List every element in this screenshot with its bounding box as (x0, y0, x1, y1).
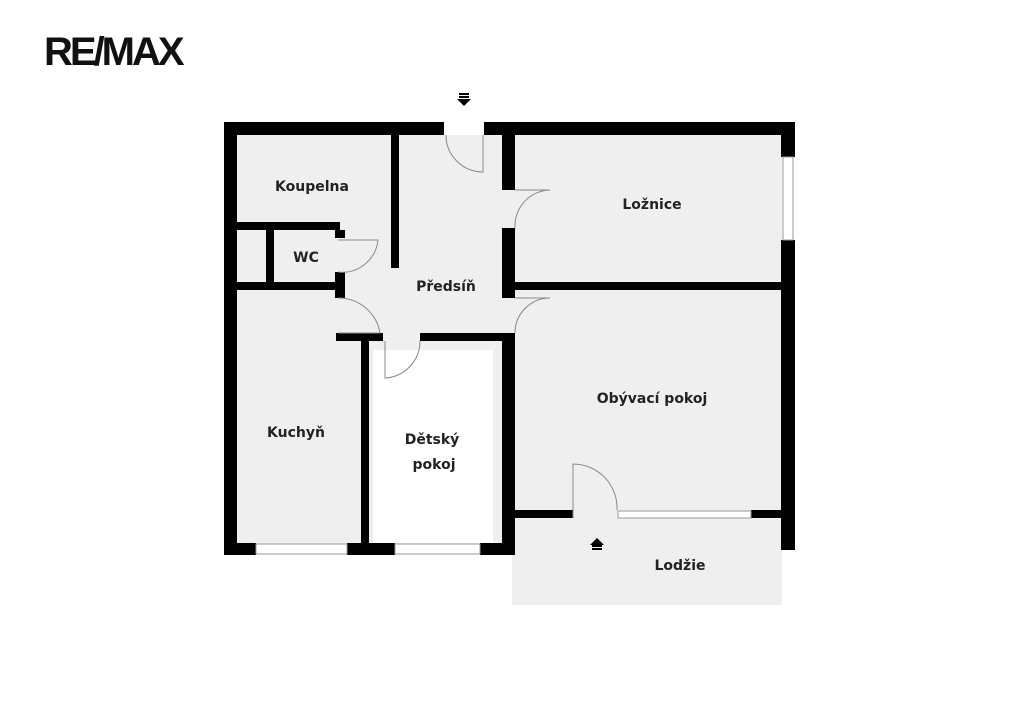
room-label-lodzie: Lodžie (654, 558, 705, 574)
room-label-loznice: Ložnice (622, 197, 681, 213)
room-label-predsin: Předsíň (416, 279, 476, 295)
room-label-obyvaci-pokoj: Obývací pokoj (597, 391, 708, 407)
room-label-detsky-pokoj-line2: pokoj (413, 457, 456, 473)
walls (224, 122, 795, 555)
room-label-koupelna: Koupelna (275, 179, 349, 195)
windows (255, 156, 794, 555)
remax-logo: RE/MAX (44, 30, 185, 74)
loggia-floor (512, 518, 782, 605)
kids-room-floor (373, 350, 493, 543)
loggia-entrance-arrow-icon (590, 538, 604, 550)
room-label-detsky-pokoj-line1: Dětský (405, 432, 460, 448)
room-label-wc: WC (293, 250, 319, 266)
room-label-kuchyn: Kuchyň (267, 425, 325, 441)
entrance-arrow-icon (457, 93, 471, 106)
doors (337, 134, 618, 518)
